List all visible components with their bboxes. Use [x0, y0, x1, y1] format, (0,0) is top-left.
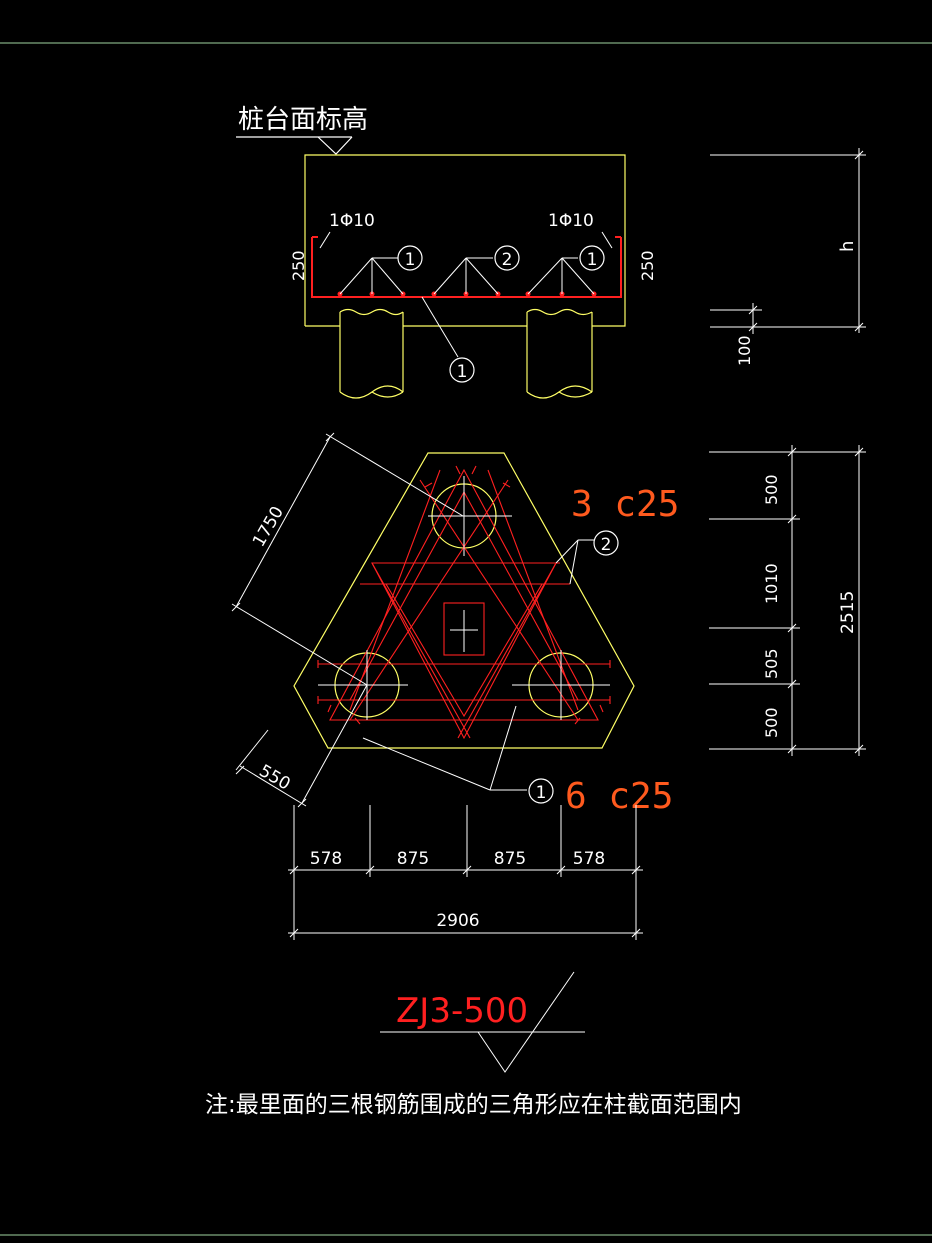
viewport-frame [0, 42, 932, 1236]
elevation-title: 桩台面标高 [238, 105, 368, 135]
mark-1-bottom: 1 [457, 362, 468, 382]
dim-bottom-1: 578 [310, 849, 342, 869]
level-symbol [236, 136, 353, 155]
dim-right-4: 500 [762, 707, 781, 738]
elevation-mark-circles [397, 245, 605, 383]
bottom-rebar [311, 236, 622, 298]
plan-mark-1: 1 [536, 783, 547, 803]
drawing-title: ZJ3-500 [396, 991, 528, 1031]
dim-bottom-2: 875 [397, 849, 429, 869]
cap-outline [304, 154, 626, 327]
plan-view: 1750 550 2 1 3 c25 6 c25 [231, 432, 866, 940]
bottom-dimension-lines [288, 805, 643, 940]
plan-mark-2: 2 [601, 535, 612, 555]
leader-fans [319, 231, 613, 358]
dim-right-1: 500 [762, 474, 781, 505]
cap-plan-outline [293, 452, 635, 749]
right-dimension-lines [709, 445, 866, 756]
mark-2-middle: 2 [502, 250, 513, 270]
dim-h-lines [710, 148, 866, 334]
rebar-callout-top: 3 c25 [571, 484, 679, 525]
dim-h: h [837, 241, 858, 252]
rebar-callout-bottom: 6 c25 [565, 776, 673, 817]
mark-1-left: 1 [405, 250, 416, 270]
drawing-note: 注:最里面的三根钢筋围成的三角形应在柱截面范围内 [205, 1092, 742, 1118]
dim-right-2: 1010 [762, 563, 781, 604]
dim-100: 100 [735, 335, 754, 366]
drawing-title-block: ZJ3-500 [380, 971, 585, 1073]
dim-bottom-4: 578 [573, 849, 605, 869]
skew-dimensions [231, 432, 464, 808]
cover-dim-left: 250 [289, 250, 308, 281]
plan-mark-circles [528, 530, 619, 804]
dim-550: 550 [256, 761, 294, 795]
stirrup-label-left: 1Φ10 [329, 211, 375, 231]
pile-left [339, 308, 404, 399]
dim-1750: 1750 [249, 503, 288, 550]
centerlines [318, 476, 610, 720]
elevation-view: 桩台面标高 [236, 105, 866, 399]
dim-right-3: 505 [762, 648, 781, 679]
pile-right [526, 308, 593, 399]
dim-total-height: 2515 [838, 591, 858, 634]
callout-leaders [362, 539, 594, 791]
rebar-dots [337, 291, 597, 297]
dim-bottom-3: 875 [494, 849, 526, 869]
mark-1-right: 1 [587, 250, 598, 270]
dim-total-width: 2906 [436, 911, 479, 931]
cover-dim-right: 250 [638, 250, 657, 281]
stirrup-label-right: 1Φ10 [548, 211, 594, 231]
